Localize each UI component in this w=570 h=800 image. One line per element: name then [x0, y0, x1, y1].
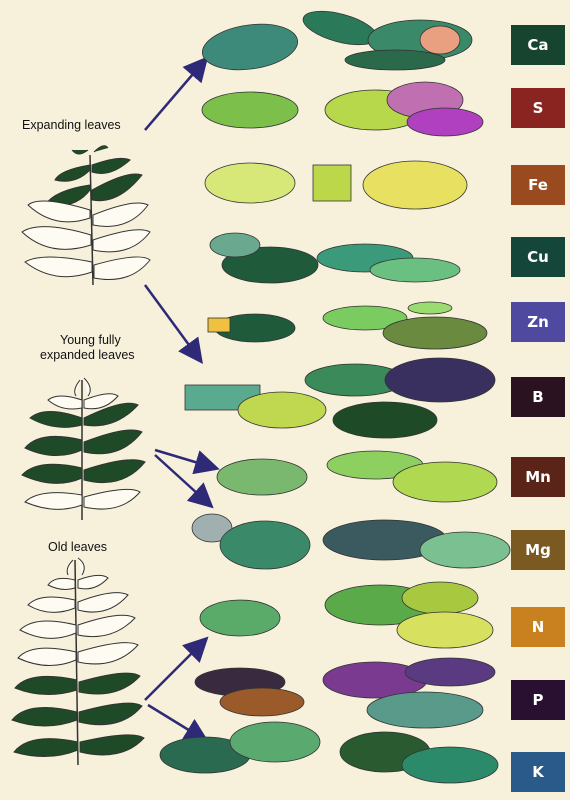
element-box-n: N	[511, 607, 565, 647]
leaves-mg	[192, 514, 510, 569]
leaves-mn	[217, 451, 497, 502]
leaves-zn	[208, 302, 487, 349]
element-box-cu: Cu	[511, 237, 565, 277]
element-box-b: B	[511, 377, 565, 417]
leaves-p	[195, 658, 495, 728]
arrow-expanding-to-b	[145, 285, 200, 360]
label-old-leaves: Old leaves	[48, 540, 107, 555]
element-box-s: S	[511, 88, 565, 128]
leaves-b	[185, 358, 495, 438]
arrow-young-to-mg	[155, 455, 210, 505]
element-box-mg: Mg	[511, 530, 565, 570]
arrow-old-to-n	[145, 640, 205, 700]
leaves-cu	[210, 233, 460, 283]
element-box-zn: Zn	[511, 302, 565, 342]
arrow-old-to-k	[148, 705, 205, 740]
element-box-mn: Mn	[511, 457, 565, 497]
leaves-fe	[205, 161, 467, 209]
leaves-n	[200, 582, 493, 648]
label-young-line2: expanded leaves	[40, 348, 135, 363]
element-box-ca: Ca	[511, 25, 565, 65]
plant-young	[22, 378, 145, 520]
leaves-ca	[199, 5, 472, 76]
leaves-k	[160, 722, 498, 783]
plant-old	[12, 558, 144, 765]
label-young-line1: Young fully	[60, 333, 121, 348]
plant-expanding	[22, 146, 150, 285]
element-box-p: P	[511, 680, 565, 720]
arrow-young-to-mn	[155, 450, 215, 468]
element-box-k: K	[511, 752, 565, 792]
element-box-fe: Fe	[511, 165, 565, 205]
label-expanding-leaves: Expanding leaves	[22, 118, 121, 133]
leaves-s	[202, 82, 483, 136]
arrow-expanding-to-ca	[145, 60, 205, 130]
